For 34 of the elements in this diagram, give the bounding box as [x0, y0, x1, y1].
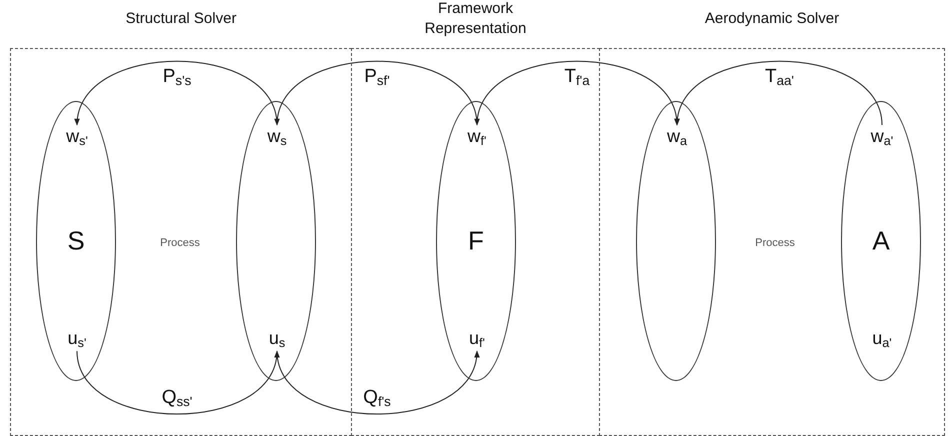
variable-label: w$_{f'}$ — [468, 126, 486, 148]
node-label: S — [67, 226, 85, 256]
curved-arrow — [276, 60, 478, 126]
node-label: A — [872, 226, 890, 256]
variable-label: u$_{a'}$ — [872, 328, 892, 350]
edge-label: T$_{aa'}$ — [765, 66, 794, 88]
panel-heading: Structural Solver — [124, 9, 238, 29]
variable-label: w$_{a'}$ — [870, 126, 894, 148]
process-label: Process — [160, 237, 200, 249]
curved-arrow — [76, 350, 278, 415]
ellipse — [236, 101, 316, 381]
curved-arrow — [476, 60, 678, 126]
curved-arrow — [676, 60, 882, 126]
variable-label: u$_{f'}$ — [469, 328, 485, 350]
panel-heading: Aerodynamic Solver — [704, 9, 840, 29]
process-label: Process — [755, 237, 795, 249]
variable-label: w$_{s'}$ — [66, 126, 88, 148]
edge-label: T$_{f'a}$ — [564, 66, 590, 88]
edge-label: Q$_{f's}$ — [363, 386, 391, 410]
node-label: F — [468, 226, 484, 256]
ellipse — [36, 101, 116, 381]
variable-label: w$_{s}$ — [267, 126, 287, 148]
ellipse — [436, 101, 516, 381]
variable-label: w$_{a}$ — [667, 126, 687, 148]
edge-label: P$_{s's}$ — [162, 66, 192, 88]
ellipse — [841, 101, 921, 381]
panel-heading: Framework Representation — [424, 0, 528, 39]
ellipse — [636, 101, 716, 381]
variable-label: u$_{s}$ — [268, 328, 286, 350]
curved-arrow — [276, 350, 478, 415]
variable-label: u$_{s'}$ — [68, 328, 86, 350]
edge-label: Q$_{ss'}$ — [162, 386, 192, 410]
curved-arrow — [76, 60, 278, 126]
edge-label: P$_{sf'}$ — [364, 66, 390, 88]
